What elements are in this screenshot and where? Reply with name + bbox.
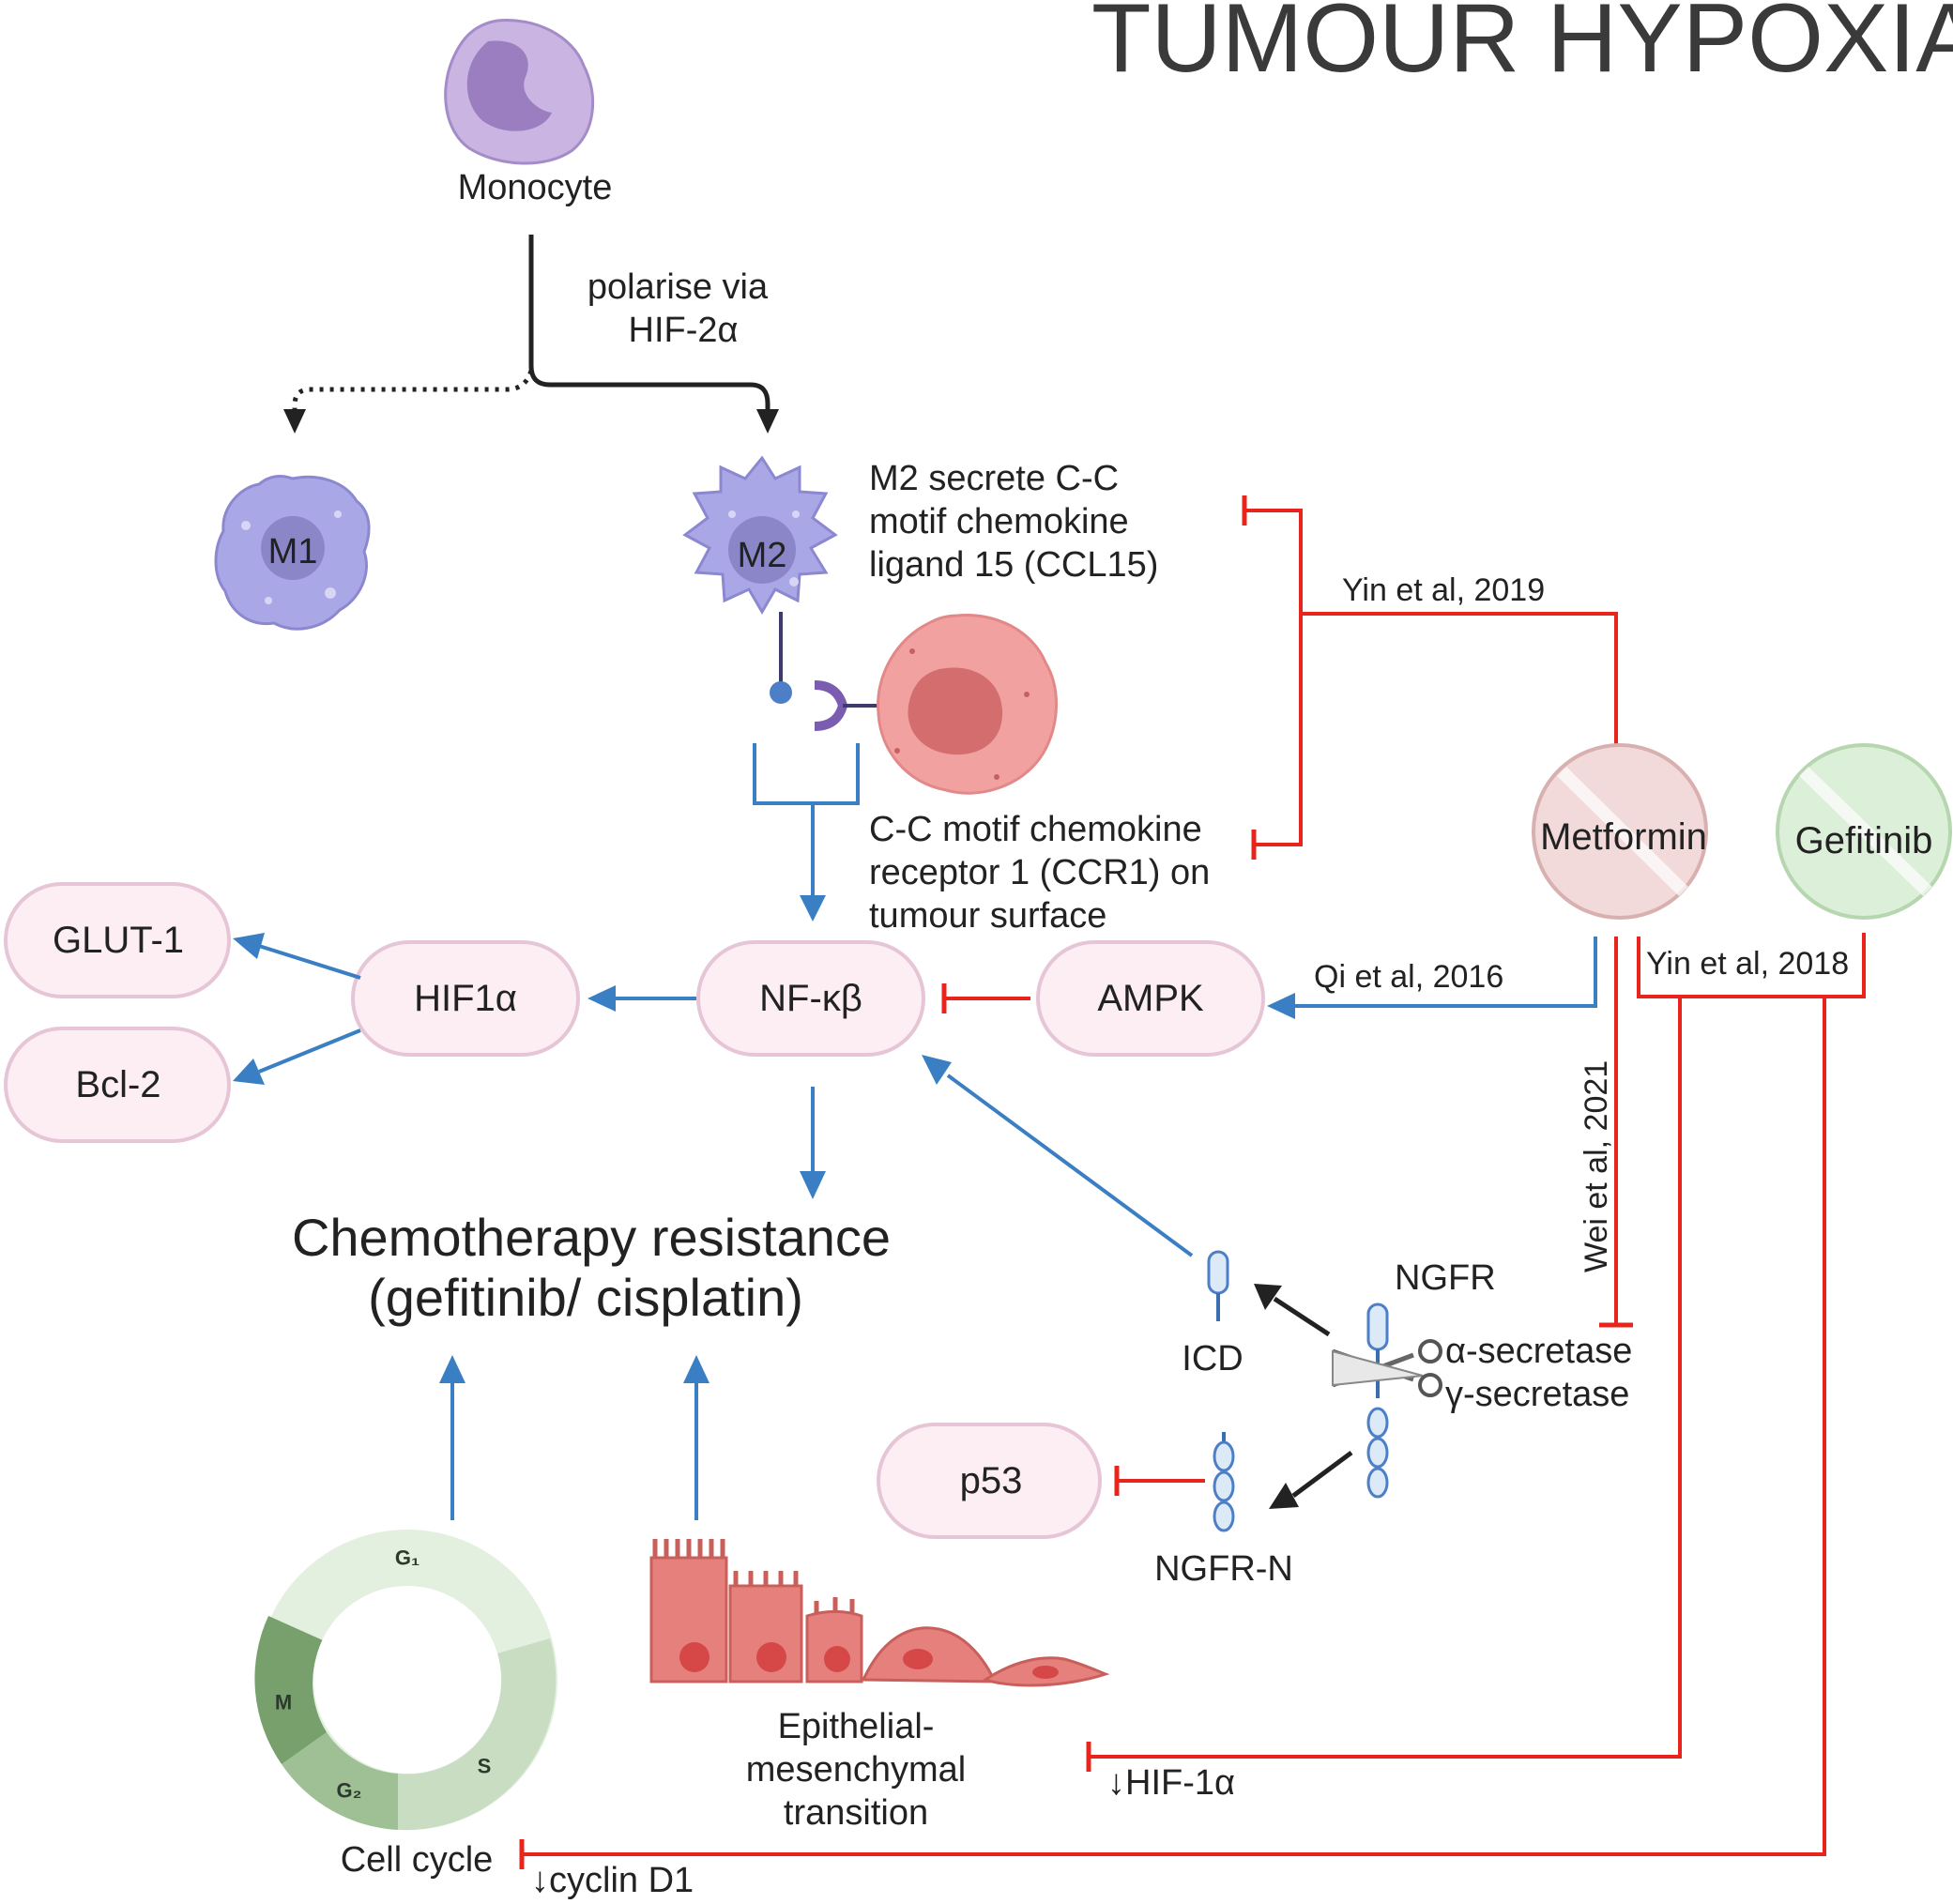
glut1-label: GLUT-1 [53, 920, 184, 961]
alpha-secretase-label: α-secretase [1445, 1332, 1632, 1371]
hif1a-label: HIF1α [414, 978, 517, 1019]
cell-cycle-ring [254, 1530, 557, 1831]
p53-node [877, 1423, 1102, 1539]
gefitinib-pill [1776, 743, 1952, 920]
ref-yin2018: Yin et al, 2018 [1646, 946, 1849, 982]
p53-label: p53 [960, 1460, 1023, 1501]
m1-label: M1 [268, 532, 318, 571]
emt-arrowhead [683, 1355, 709, 1383]
emt-label-3: transition [784, 1793, 928, 1833]
m1-arrowhead [283, 409, 306, 434]
emt-label-2: mesenchymal [746, 1750, 966, 1790]
ngfr-n-fragment-icon [1213, 1432, 1235, 1532]
cycle-g2: G₂ [337, 1779, 362, 1803]
m2-arrowhead [756, 409, 779, 434]
ngfr-label: NGFR [1395, 1258, 1496, 1298]
cycle-g1: G₁ [395, 1546, 420, 1570]
cellcycle-arrowhead [439, 1355, 465, 1383]
icd-label: ICD [1182, 1339, 1243, 1378]
polarise-label-2: HIF-2α [629, 311, 739, 350]
ngfr-icd-arrow [1273, 1296, 1331, 1337]
ccl15-text-2: motif chemokine [869, 502, 1129, 541]
monocyte-label: Monocyte [458, 168, 613, 207]
combined-cyclin-line [522, 997, 1826, 1856]
effect-cyclin: ↓cyclin D1 [531, 1861, 694, 1900]
nfkb-node [696, 940, 925, 1057]
ampk-node [1036, 940, 1265, 1057]
nfkb-arrowhead-top [800, 895, 826, 922]
hif1a-arrowhead [587, 985, 616, 1012]
icd-nfkb-arrowhead [922, 1055, 952, 1085]
combined-yin2018-bracket [1637, 933, 1866, 998]
cycle-s: S [478, 1755, 492, 1778]
metformin-yin2019-line [1301, 612, 1618, 751]
ccr1-text-1: C-C motif chemokine [869, 810, 1202, 849]
m1-macrophage [214, 475, 371, 631]
ref-wei2021: Wei et al, 2021 [1579, 1060, 1614, 1272]
ccr1-text-3: tumour surface [869, 896, 1106, 936]
m2-label: M2 [738, 536, 787, 575]
metformin-pill [1532, 743, 1708, 920]
ccl15-ccr1-inhibition-bracket [1244, 509, 1303, 846]
gefitinib-label: Gefitinib [1795, 820, 1933, 861]
hif1a-node [351, 940, 580, 1057]
polarise-m1-arrow [292, 370, 534, 413]
icd-arrowhead [1254, 1284, 1282, 1310]
icd-nfkb-arrow [946, 1074, 1194, 1257]
cell-cycle-label: Cell cycle [341, 1840, 494, 1880]
ampk-arrowhead [1267, 993, 1295, 1019]
bcl2-arrowhead [233, 1059, 265, 1085]
glut1-arrowhead [233, 933, 265, 959]
ccl15-text-3: ligand 15 (CCL15) [869, 545, 1158, 585]
metformin-ampk-arrow [1291, 937, 1597, 1008]
emt-label-1: Epithelial- [778, 1707, 935, 1746]
glut1-node [4, 882, 231, 998]
chemo-resistance-line-2: (gefitinib/ cisplatin) [368, 1268, 803, 1327]
monocyte-cell [444, 18, 595, 165]
hif-bcl2-arrow [258, 1028, 361, 1074]
effect-hif: ↓HIF-1α [1107, 1763, 1235, 1803]
ccr1-receptor-icon [814, 680, 848, 731]
ref-yin2019: Yin et al, 2019 [1342, 572, 1545, 608]
tumour-cell [877, 613, 1058, 795]
ligand-receptor-bracket [753, 743, 860, 805]
ngfr-receptor-icon [1366, 1302, 1389, 1499]
ngfr-n-label: NGFR-N [1154, 1549, 1293, 1589]
ampk-label: AMPK [1097, 978, 1204, 1019]
diagram-title: TUMOUR HYPOXIA [1091, 0, 1953, 93]
cycle-m: M [275, 1691, 292, 1714]
chemo-resistance-line-1: Chemotherapy resistance [292, 1208, 891, 1267]
ngfr-ngfrn-arrow [1291, 1450, 1353, 1499]
ccr1-text-2: receptor 1 (CCR1) on [869, 853, 1210, 892]
nfkb-label: NF-κβ [759, 978, 862, 1019]
ccl15-text-1: M2 secrete C-C [869, 459, 1119, 498]
ccl15-ligand-icon [770, 681, 792, 704]
bcl2-label: Bcl-2 [75, 1064, 160, 1105]
emt-cells-icon [649, 1539, 1110, 1687]
m2-macrophage [682, 455, 838, 615]
gamma-secretase-label: γ-secretase [1445, 1375, 1629, 1414]
chemo-arrowhead [800, 1171, 826, 1199]
scissors-icon [1332, 1339, 1442, 1397]
bcl2-node [4, 1027, 231, 1143]
icd-fragment-icon [1207, 1250, 1229, 1321]
ref-qi2016: Qi et al, 2016 [1314, 959, 1503, 995]
combined-hif-line [1089, 997, 1682, 1759]
metformin-label: Metformin [1540, 816, 1707, 858]
hif-glut1-arrow [258, 944, 361, 980]
polarise-label-1: polarise via [587, 267, 769, 307]
ngfrn-arrowhead [1269, 1483, 1299, 1509]
